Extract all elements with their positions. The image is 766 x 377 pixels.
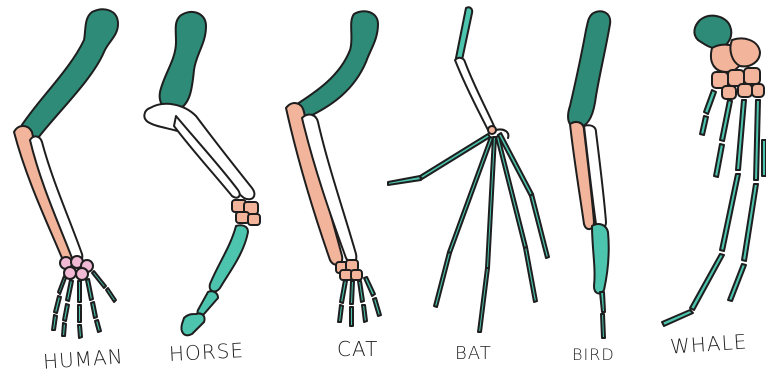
horse-digits: [181, 225, 248, 335]
horse-limb: [144, 12, 260, 335]
horse-carpals: [232, 200, 260, 225]
bird-limb: [568, 11, 610, 338]
bat-limb: [388, 7, 549, 332]
human-humerus: [20, 9, 118, 141]
bat-digits: [388, 133, 549, 332]
cat-carpals: [336, 260, 362, 280]
cat-digits: [338, 277, 381, 326]
label-bat: BAT: [455, 343, 492, 364]
whale-humerus: [694, 16, 731, 49]
cat-limb: [286, 11, 381, 326]
bat-humerus: [456, 7, 472, 62]
bird-carpometacarpus: [592, 224, 609, 338]
human-digits: [52, 271, 116, 338]
label-bird: BIRD: [572, 345, 615, 364]
label-horse: HORSE: [168, 338, 244, 366]
horse-humerus: [160, 12, 206, 111]
human-limb: [14, 9, 118, 338]
label-cat: CAT: [337, 337, 378, 361]
whale-digits: [662, 90, 766, 326]
whale-forearm-carpals: [711, 39, 764, 100]
bat-radius: [455, 58, 494, 132]
horse-ulna: [174, 116, 240, 198]
whale-limb: [662, 16, 766, 326]
bird-humerus: [568, 11, 610, 128]
cat-humerus: [293, 11, 378, 119]
